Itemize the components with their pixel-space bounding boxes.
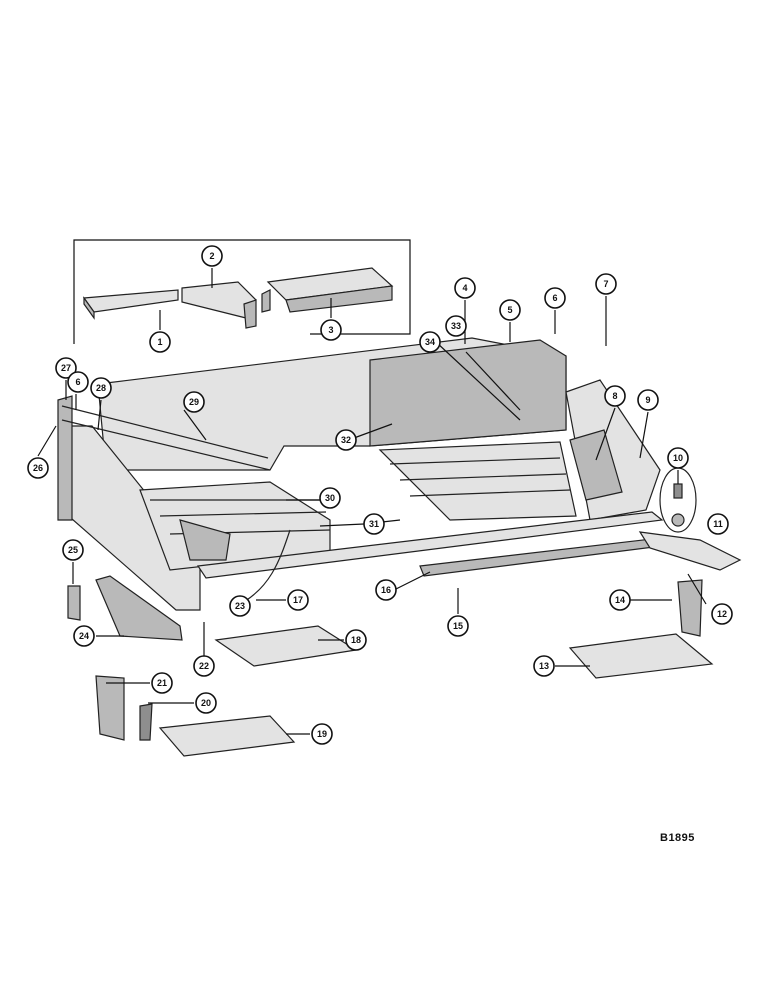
callout-20: 20 bbox=[195, 692, 217, 714]
svg-text:12: 12 bbox=[717, 609, 727, 619]
svg-text:20: 20 bbox=[201, 698, 211, 708]
svg-text:34: 34 bbox=[425, 337, 435, 347]
header-back-sheet bbox=[97, 337, 567, 471]
callout-1: 1 bbox=[149, 331, 171, 353]
callout-7: 7 bbox=[595, 273, 617, 295]
callout-6-left: 6 bbox=[67, 371, 89, 393]
callout-18: 18 bbox=[345, 629, 367, 651]
floor-slats bbox=[139, 441, 577, 571]
svg-text:14: 14 bbox=[615, 595, 625, 605]
svg-text:22: 22 bbox=[199, 661, 209, 671]
svg-text:19: 19 bbox=[317, 729, 327, 739]
svg-text:28: 28 bbox=[96, 383, 106, 393]
callout-31: 31 bbox=[363, 513, 385, 535]
callout-22: 22 bbox=[193, 655, 215, 677]
svg-text:1: 1 bbox=[157, 337, 162, 347]
callout-10: 10 bbox=[667, 447, 689, 469]
callout-5: 5 bbox=[499, 299, 521, 321]
callout-16: 16 bbox=[375, 579, 397, 601]
plate-code-label: B1895 bbox=[660, 832, 695, 844]
svg-text:31: 31 bbox=[369, 519, 379, 529]
callout-28: 28 bbox=[90, 377, 112, 399]
svg-text:27: 27 bbox=[61, 363, 71, 373]
floor-shields bbox=[67, 575, 714, 757]
callout-6-right: 6 bbox=[544, 287, 566, 309]
callout-14: 14 bbox=[609, 589, 631, 611]
svg-text:11: 11 bbox=[713, 519, 723, 529]
svg-text:25: 25 bbox=[68, 545, 78, 555]
callout-34: 34 bbox=[419, 331, 441, 353]
svg-text:6: 6 bbox=[75, 377, 80, 387]
callout-19: 19 bbox=[311, 723, 333, 745]
callout-33: 33 bbox=[445, 315, 467, 337]
callout-12: 12 bbox=[711, 603, 733, 625]
callout-25: 25 bbox=[62, 539, 84, 561]
svg-text:24: 24 bbox=[79, 631, 89, 641]
svg-text:15: 15 bbox=[453, 621, 463, 631]
svg-text:29: 29 bbox=[189, 397, 199, 407]
left-side-assembly bbox=[57, 395, 271, 611]
svg-text:17: 17 bbox=[293, 595, 303, 605]
svg-text:2: 2 bbox=[209, 251, 214, 261]
svg-text:21: 21 bbox=[157, 678, 167, 688]
leader-lines bbox=[37, 268, 707, 735]
inset-box bbox=[73, 239, 411, 344]
svg-text:33: 33 bbox=[451, 321, 461, 331]
callout-17: 17 bbox=[287, 589, 309, 611]
svg-text:6: 6 bbox=[552, 293, 557, 303]
callout-11: 11 bbox=[707, 513, 729, 535]
callout-9: 9 bbox=[637, 389, 659, 411]
callout-15: 15 bbox=[447, 615, 469, 637]
callout-21: 21 bbox=[151, 672, 173, 694]
svg-text:32: 32 bbox=[341, 435, 351, 445]
callout-13: 13 bbox=[533, 655, 555, 677]
callout-8: 8 bbox=[604, 385, 626, 407]
callout-2: 2 bbox=[201, 245, 223, 267]
bolt-and-nut bbox=[659, 467, 697, 533]
svg-text:13: 13 bbox=[539, 661, 549, 671]
callout-3: 3 bbox=[320, 319, 342, 341]
svg-text:5: 5 bbox=[507, 305, 512, 315]
svg-text:8: 8 bbox=[612, 391, 617, 401]
callout-29: 29 bbox=[183, 391, 205, 413]
svg-text:10: 10 bbox=[673, 453, 683, 463]
svg-text:26: 26 bbox=[33, 463, 43, 473]
svg-text:4: 4 bbox=[462, 283, 467, 293]
callout-26: 26 bbox=[27, 457, 49, 479]
callout-32: 32 bbox=[335, 429, 357, 451]
svg-text:30: 30 bbox=[325, 493, 335, 503]
callout-30: 30 bbox=[319, 487, 341, 509]
right-side-sheet bbox=[565, 379, 661, 521]
callout-4: 4 bbox=[454, 277, 476, 299]
cutter-bar bbox=[196, 511, 742, 579]
svg-text:7: 7 bbox=[603, 279, 608, 289]
svg-text:9: 9 bbox=[645, 395, 650, 405]
svg-text:18: 18 bbox=[351, 635, 361, 645]
callout-23: 23 bbox=[229, 595, 251, 617]
svg-text:23: 23 bbox=[235, 601, 245, 611]
callout-24: 24 bbox=[73, 625, 95, 647]
svg-text:16: 16 bbox=[381, 585, 391, 595]
svg-text:3: 3 bbox=[328, 325, 333, 335]
callout-27: 27 bbox=[55, 357, 77, 379]
